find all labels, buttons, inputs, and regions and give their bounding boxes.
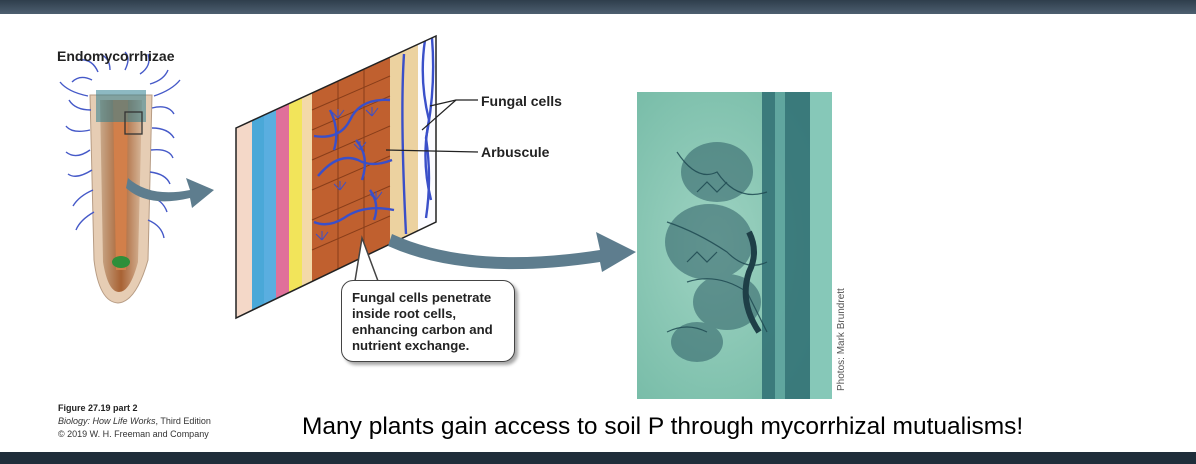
slide-headline: Many plants gain access to soil P throug… — [302, 413, 1024, 440]
root-illustration — [59, 51, 181, 304]
top-bar — [0, 0, 1196, 14]
book-title: Biology: How Life Works — [58, 416, 156, 426]
bottom-bar — [0, 452, 1196, 464]
callout-text: Fungal cells penetrate inside root cells… — [352, 290, 493, 353]
root-cross-section — [235, 34, 437, 320]
figure-number: Figure 27.19 part 2 — [58, 403, 138, 413]
callout-box: Fungal cells penetrate inside root cells… — [341, 280, 515, 362]
label-leader-lines — [385, 99, 479, 153]
micrograph-photo — [637, 92, 832, 399]
curved-arrow-icon — [388, 232, 636, 272]
root-title: Endomycorrhizae — [57, 48, 175, 64]
book-edition: , Third Edition — [155, 416, 211, 426]
fungal-cells-label: Fungal cells — [481, 93, 562, 109]
figure-source: Biology: How Life Works, Third Edition — [58, 416, 211, 426]
photo-credit: Photos: Mark Brundrett — [836, 288, 847, 391]
figure-copyright: © 2019 W. H. Freeman and Company — [58, 429, 209, 439]
arbuscule-label: Arbuscule — [481, 144, 550, 160]
curved-arrow-icon — [126, 178, 214, 208]
